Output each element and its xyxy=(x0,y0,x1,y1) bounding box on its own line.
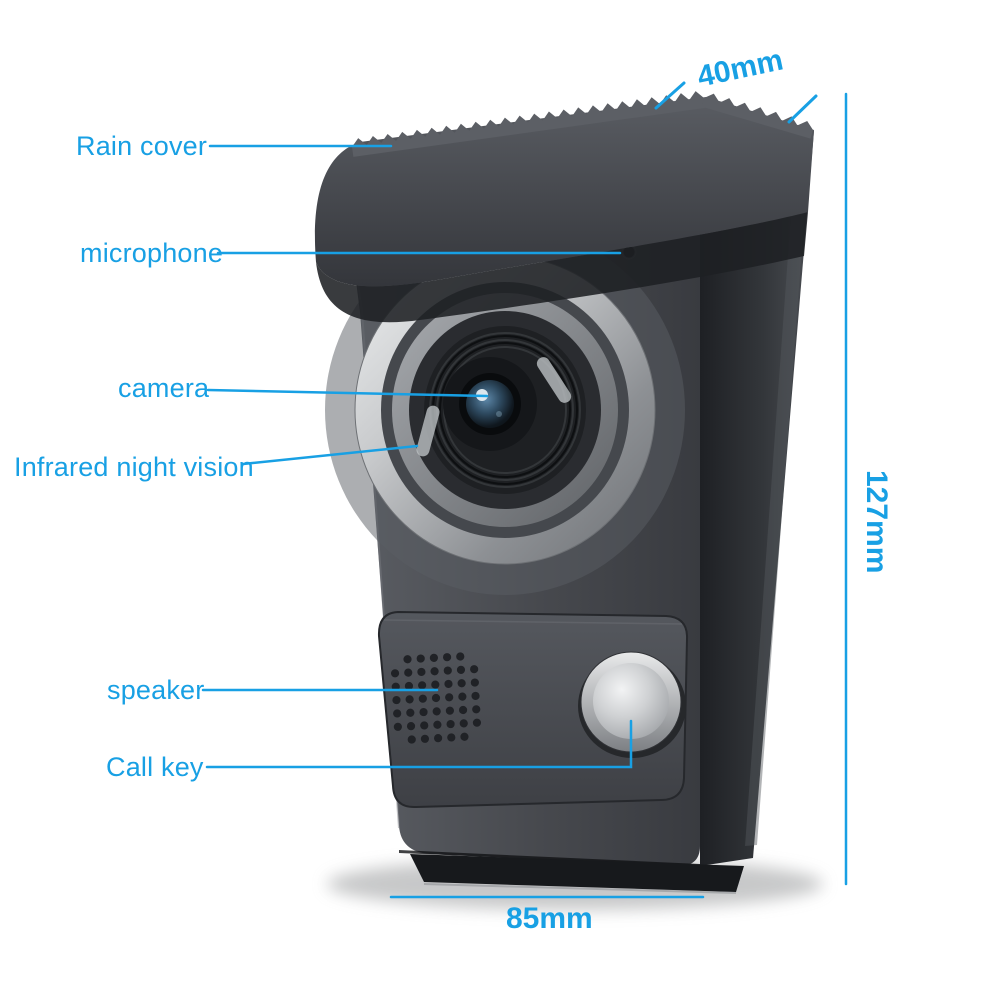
leader-line-camera xyxy=(206,388,489,398)
label-rain-cover: Rain cover xyxy=(76,131,208,161)
label-infrared-night-vision: Infrared night vision xyxy=(14,452,254,482)
rain-cover xyxy=(314,91,814,323)
lower-panel xyxy=(377,610,689,809)
rain-cover-serration xyxy=(352,91,813,157)
annotations xyxy=(201,81,848,899)
label-speaker: speaker xyxy=(107,675,205,705)
camera-lens xyxy=(443,357,537,451)
ir-slot-right xyxy=(536,357,572,403)
call-button xyxy=(578,651,686,758)
side-panel xyxy=(700,104,814,866)
leader-line-infrared xyxy=(241,444,419,466)
leader-line-call-key xyxy=(205,719,633,769)
label-microphone: microphone xyxy=(80,238,224,268)
camera-module xyxy=(325,225,685,595)
label-camera: camera xyxy=(118,373,210,403)
dimension-tick-depth-left xyxy=(654,81,686,110)
side-panel-highlight xyxy=(745,142,810,846)
dimension-height: 127mm xyxy=(860,470,893,574)
dimension-width: 85mm xyxy=(506,902,593,935)
base-stand xyxy=(399,850,744,894)
ir-slot-left xyxy=(416,405,440,457)
speaker-grille xyxy=(390,652,482,744)
dimension-tick-depth-right xyxy=(787,94,818,124)
label-call-key: Call key xyxy=(106,752,204,782)
